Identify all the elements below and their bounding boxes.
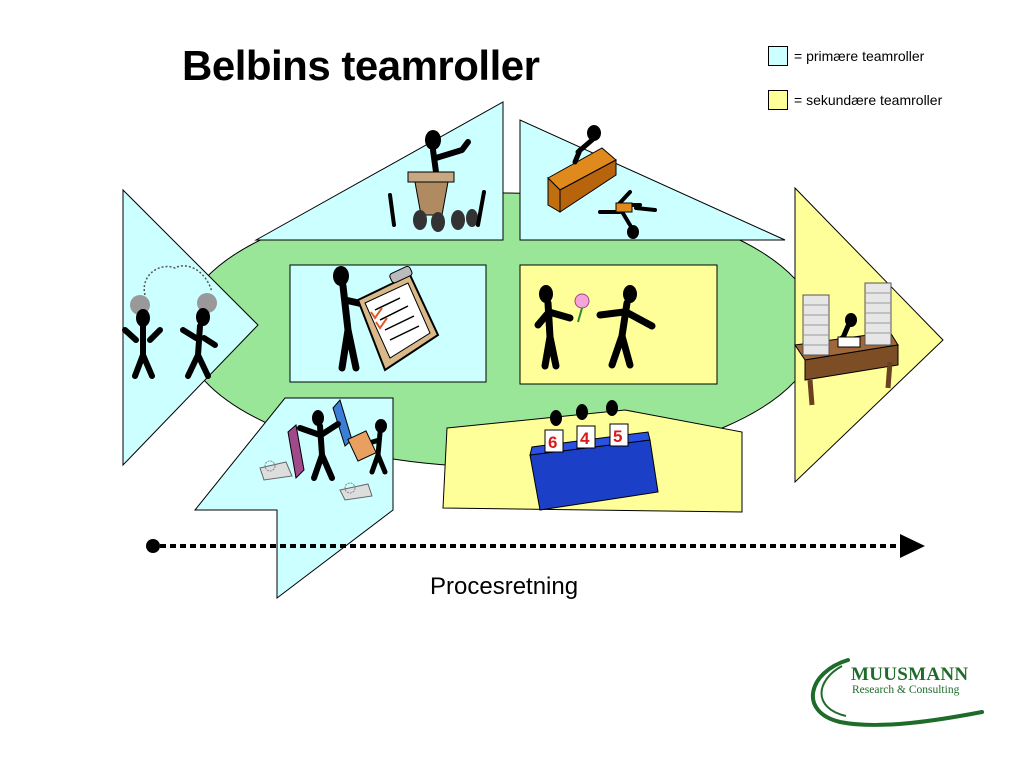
top-right-triangle	[519, 119, 786, 241]
legend-item-primary: = primære teamroller	[768, 46, 924, 66]
legend-item-secondary: = sekundære teamroller	[768, 90, 942, 110]
page-title: Belbins teamroller	[182, 42, 540, 89]
clipboard-illustration	[333, 265, 440, 372]
process-arrow	[146, 534, 925, 558]
jury-illustration	[529, 400, 659, 511]
speaker-illustration	[388, 130, 486, 232]
bottom-left-arrow-shape	[193, 397, 394, 600]
legend-label-secondary: = sekundære teamroller	[794, 92, 943, 108]
logo-swoosh	[810, 658, 984, 727]
flower-giving-illustration	[534, 285, 656, 370]
score-card-3: 5	[613, 427, 622, 446]
legend-label-primary: = primære teamroller	[794, 48, 925, 64]
paperwork-illustration	[794, 282, 899, 406]
thinkers-illustration	[122, 265, 218, 379]
desk-worker-illustration	[547, 125, 657, 239]
left-arrow-shape	[122, 188, 259, 467]
top-left-triangle	[254, 101, 504, 241]
score-card-1: 6	[548, 433, 557, 452]
logo-tagline: Research & Consulting	[852, 684, 960, 696]
score-card-2: 4	[580, 429, 590, 448]
process-direction-label: Procesretning	[430, 573, 579, 600]
legend-swatch-secondary	[768, 90, 788, 110]
legend-swatch-primary	[768, 46, 788, 66]
implementers-illustration	[259, 398, 388, 501]
logo-name: MUUSMANN	[851, 664, 969, 685]
